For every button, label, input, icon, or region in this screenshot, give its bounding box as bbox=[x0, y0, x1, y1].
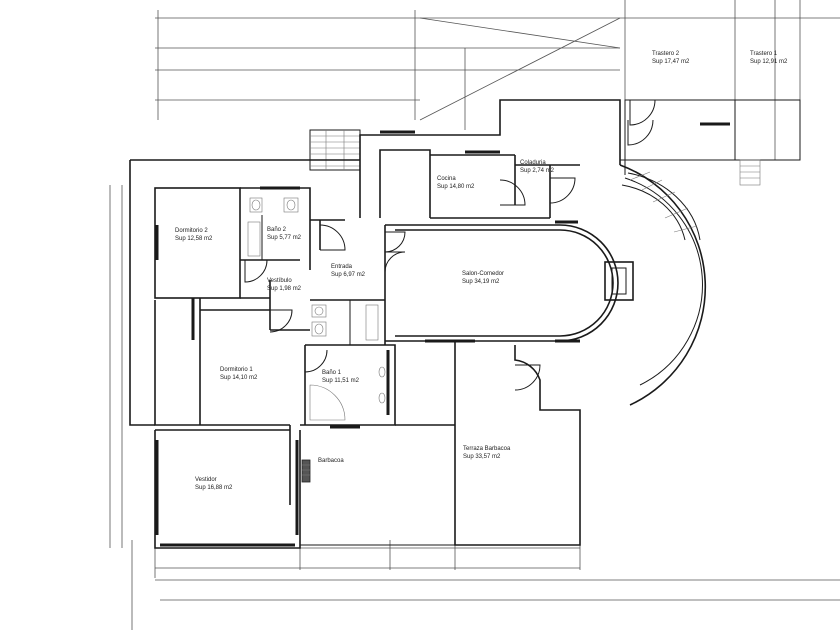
storage-block bbox=[620, 99, 801, 186]
trastero-1-area: Sup 12,91 m2 bbox=[750, 59, 788, 65]
trastero-2-area: Sup 17,47 m2 bbox=[652, 59, 690, 65]
trastero-2-name: Trastero 2 bbox=[652, 51, 680, 57]
coladuria-name: Coladuria bbox=[520, 160, 546, 166]
curved-terrace bbox=[619, 164, 707, 406]
coladuria-area: Sup 2,74 m2 bbox=[520, 168, 555, 174]
bano-1-name: Baño 1 bbox=[322, 370, 342, 376]
bano-2-area: Sup 5,77 m2 bbox=[267, 235, 302, 241]
bano-1-area: Sup 11,51 m2 bbox=[322, 378, 360, 384]
windows bbox=[155, 130, 580, 547]
barbacoa-name: Barbacoa bbox=[318, 458, 344, 464]
dimension-lines bbox=[109, 0, 840, 630]
barbecue-grill bbox=[301, 459, 311, 483]
doors bbox=[244, 119, 654, 391]
dormitorio-2-name: Dormitorio 2 bbox=[175, 228, 208, 234]
vestidor-area: Sup 16,88 m2 bbox=[195, 485, 233, 491]
terraza-barbacoa-name: Terraza Barbacoa bbox=[463, 446, 511, 452]
trastero-1-name: Trastero 1 bbox=[750, 51, 778, 57]
fireplace bbox=[604, 261, 634, 301]
cocina-name: Cocina bbox=[437, 176, 456, 182]
salon-comedor-name: Salon-Comedor bbox=[462, 271, 504, 277]
entrada-area: Sup 6,97 m2 bbox=[331, 272, 366, 278]
dormitorio-2-area: Sup 12,58 m2 bbox=[175, 236, 213, 242]
bano-2-name: Baño 2 bbox=[267, 227, 287, 233]
dormitorio-1-area: Sup 14,10 m2 bbox=[220, 375, 258, 381]
terraza-barbacoa-area: Sup 33,57 m2 bbox=[463, 454, 501, 460]
vestidor-name: Vestidor bbox=[195, 477, 217, 483]
stairs bbox=[309, 129, 361, 171]
dormitorio-1-name: Dormitorio 1 bbox=[220, 367, 253, 373]
vestibulo-name: Vestíbulo bbox=[267, 278, 292, 284]
cocina-area: Sup 14,80 m2 bbox=[437, 184, 475, 190]
salon-comedor-area: Sup 34,19 m2 bbox=[462, 279, 500, 285]
fixtures bbox=[247, 197, 386, 421]
vestibulo-area: Sup 1,98 m2 bbox=[267, 286, 302, 292]
entrada-name: Entrada bbox=[331, 264, 353, 270]
room-labels: Trastero 2 Sup 17,47 m2 Trastero 1 Sup 1… bbox=[175, 51, 788, 491]
